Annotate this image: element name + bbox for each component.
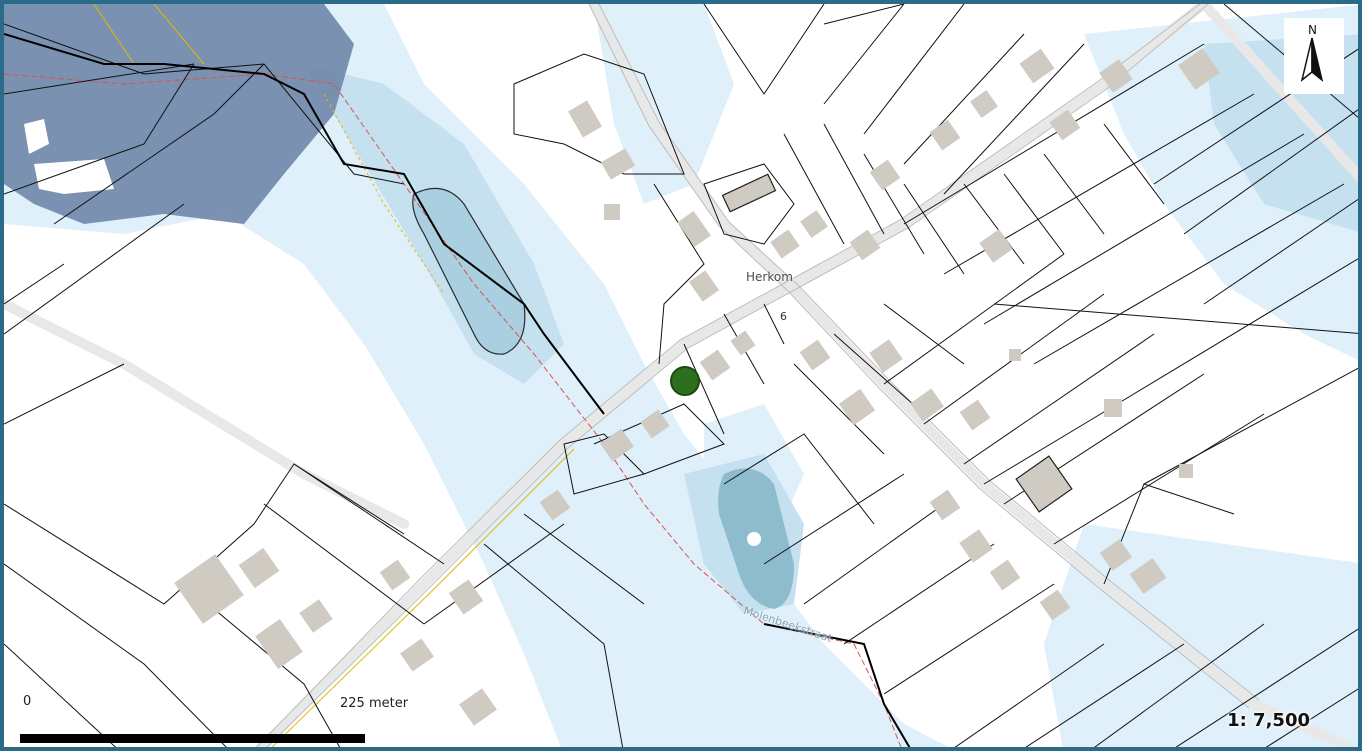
- scale-ratio-label: 1: 7,500: [1227, 710, 1310, 731]
- road-number-label: 6: [780, 310, 787, 323]
- place-label: Herkom: [746, 270, 793, 284]
- boundary-lines: [4, 4, 902, 747]
- scale-zero-label: 0: [23, 694, 32, 709]
- location-marker-icon[interactable]: [670, 366, 700, 396]
- buildings: [174, 48, 1220, 726]
- map-canvas[interactable]: [4, 4, 1362, 751]
- north-arrow: N: [1284, 18, 1344, 94]
- boundary-heavy: [4, 33, 911, 747]
- parcel-lines: [4, 4, 1358, 747]
- road-edges: [256, 4, 1260, 747]
- scale-distance-label: 225 meter: [340, 696, 409, 711]
- water-body: [718, 468, 794, 609]
- north-label: N: [1308, 23, 1317, 37]
- scale-bar: [20, 734, 365, 743]
- pond: [412, 187, 526, 355]
- dark-building-outlines: [721, 173, 1073, 513]
- north-arrow-icon: N: [1300, 23, 1324, 82]
- flood-zone-white-patches: [24, 119, 114, 194]
